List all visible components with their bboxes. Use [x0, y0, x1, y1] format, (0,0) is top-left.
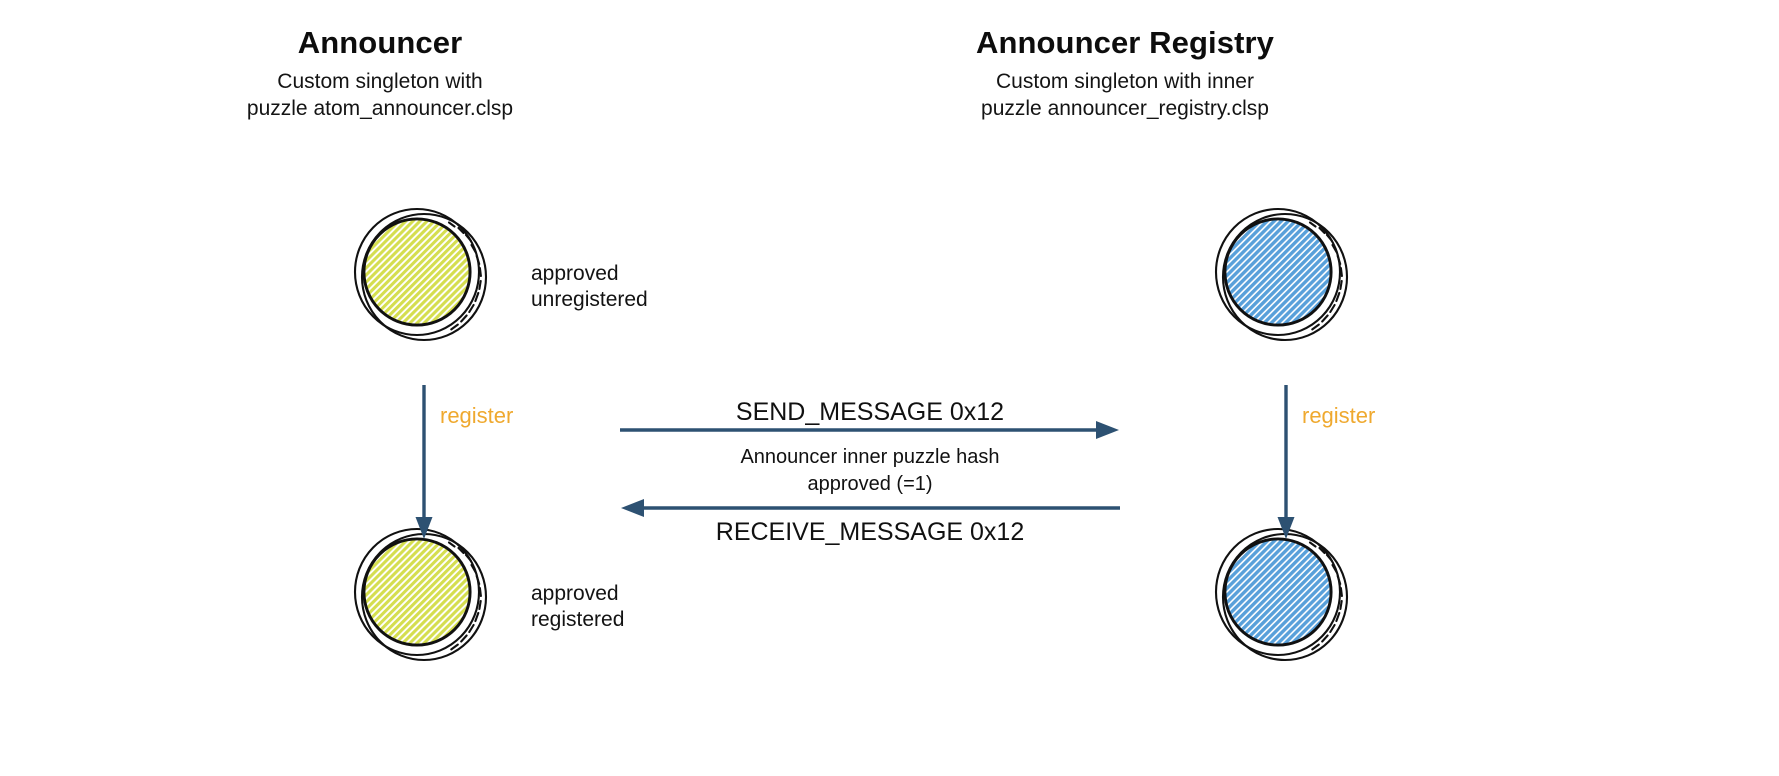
register-label-announcer: register — [440, 403, 514, 428]
column-header-registry: Announcer Registry Custom singleton with… — [925, 24, 1325, 122]
register-arrow-announcer — [411, 385, 437, 540]
send-message-arrow — [620, 421, 1120, 439]
coin-state-label-announcer-bottom: approved registered — [531, 581, 624, 634]
arrow-right-icon — [620, 421, 1119, 439]
coin-icon — [353, 207, 488, 342]
message-detail-line2: approved (=1) — [807, 472, 933, 495]
coin-registry-bottom — [1208, 520, 1356, 668]
registry-subtitle: Custom singleton with inner puzzle annou… — [925, 69, 1325, 122]
coin-state-line2: unregistered — [531, 288, 648, 312]
coin-registry-top — [1208, 200, 1356, 348]
receive-message-label: RECEIVE_MESSAGE 0x12 — [715, 518, 1025, 546]
coin-announcer-approved-unregistered — [347, 200, 495, 348]
receive-message-arrow — [620, 499, 1120, 517]
coin-state-label-announcer-top: approved unregistered — [531, 261, 648, 314]
arrow-down-icon — [1277, 385, 1295, 539]
register-label-registry: register — [1302, 403, 1376, 428]
arrow-down-icon — [415, 385, 433, 539]
announcer-subtitle: Custom singleton with puzzle atom_announ… — [180, 69, 580, 122]
coin-icon — [1214, 527, 1349, 662]
registry-title: Announcer Registry — [975, 25, 1275, 60]
coin-icon — [353, 527, 488, 662]
announcer-title: Announcer — [297, 25, 463, 60]
column-header-announcer: Announcer Custom singleton with puzzle a… — [180, 24, 580, 122]
message-detail-label: Announcer inner puzzle hash approved (=1… — [620, 444, 1120, 497]
register-arrow-registry — [1273, 385, 1299, 540]
send-message-label: SEND_MESSAGE 0x12 — [735, 398, 1005, 426]
message-detail-line1: Announcer inner puzzle hash — [740, 446, 1000, 468]
coin-state-line1: approved — [531, 262, 619, 285]
arrow-left-icon — [621, 499, 1120, 517]
coin-announcer-approved-registered — [347, 520, 495, 668]
coin-state-line2: registered — [531, 608, 625, 632]
announcer-subtitle-line1: Custom singleton with — [277, 69, 483, 93]
coin-state-line1: approved — [531, 582, 619, 605]
coin-icon — [1214, 207, 1349, 342]
registry-subtitle-line2: puzzle announcer_registry.clsp — [981, 97, 1269, 121]
registry-subtitle-line1: Custom singleton with inner — [996, 69, 1254, 93]
announcer-subtitle-line2: puzzle atom_announcer.clsp — [246, 97, 514, 121]
